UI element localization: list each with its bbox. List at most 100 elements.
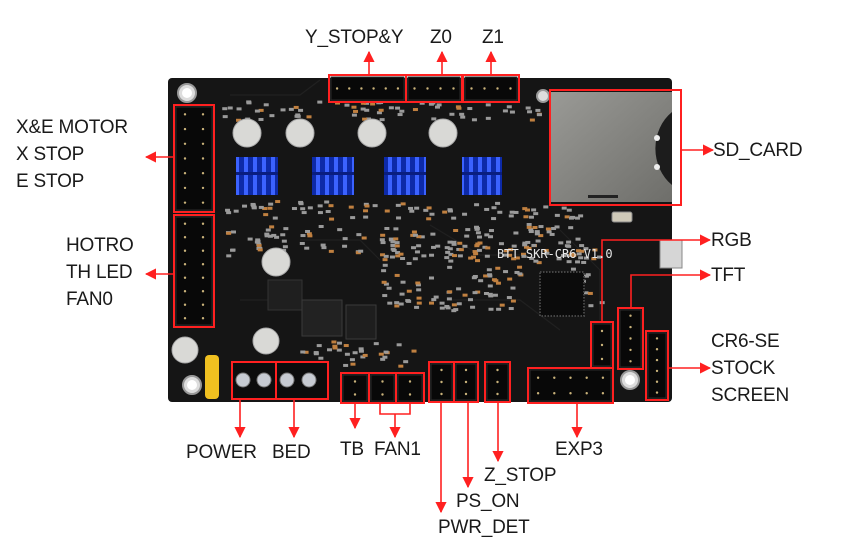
smd-part (543, 248, 549, 252)
smd-part (444, 246, 450, 250)
smd-part (321, 246, 327, 250)
header-housing (407, 76, 461, 101)
smd-part (414, 305, 420, 309)
smd-part (299, 241, 305, 245)
header-pin (655, 391, 659, 394)
smd-part (517, 265, 523, 269)
smd-part (522, 243, 528, 247)
label-ps-on: PS_ON (456, 491, 520, 512)
header-pin (464, 368, 468, 372)
smd-part (488, 307, 494, 311)
smd-part (262, 207, 268, 211)
smd-part (419, 235, 425, 239)
smd-part (487, 292, 493, 296)
smd-part (414, 250, 420, 254)
smd-part (362, 117, 368, 121)
smd-part (336, 348, 342, 352)
header-pin (439, 87, 442, 90)
smd-part (376, 111, 382, 115)
smd-part (445, 250, 451, 254)
smd-part (451, 242, 457, 246)
smd-part (462, 244, 468, 248)
smd-part (396, 216, 402, 220)
box-stock-screen (645, 330, 669, 401)
capacitor-icon (171, 118, 458, 364)
smd-part (381, 280, 387, 284)
smd-part (410, 233, 416, 237)
smd-part (263, 103, 269, 107)
smd-part (351, 113, 357, 117)
smd-part (451, 303, 457, 307)
smd-part (356, 233, 362, 237)
smd-part (566, 208, 572, 212)
smd-part (517, 272, 523, 276)
smd-part (328, 204, 334, 208)
smd-part (411, 230, 417, 234)
smd-part (458, 248, 464, 252)
smd-part (526, 246, 532, 250)
sd-card-socket (550, 92, 672, 202)
smd-part (227, 106, 233, 110)
header-housing (647, 332, 667, 399)
smd-part (430, 232, 436, 236)
smd-part (267, 206, 273, 210)
label-y-stop-y: Y_STOP&Y (305, 27, 404, 48)
smd-part (558, 241, 564, 245)
header-pin (553, 392, 556, 395)
smd-part (532, 226, 538, 230)
label-line: FAN0 (66, 289, 113, 310)
smd-part (225, 208, 231, 212)
smd-part (492, 293, 498, 297)
header-pin (496, 392, 499, 396)
box-hotrod (173, 214, 215, 328)
smd-part (535, 108, 541, 112)
smd-part (342, 244, 348, 248)
smd-part (549, 232, 555, 236)
smd-part (444, 256, 450, 260)
box-bed (275, 361, 329, 400)
fuse (205, 355, 219, 399)
smd-part (546, 230, 552, 234)
header-pin (655, 337, 659, 340)
smd-part (456, 106, 462, 110)
smd-part (544, 251, 550, 255)
smd-part (390, 240, 396, 244)
header-pin (585, 376, 588, 379)
header-pin (408, 380, 412, 383)
smd-part (226, 231, 232, 235)
smd-part (449, 112, 455, 116)
smd-part (380, 233, 386, 237)
smd-part (307, 234, 313, 238)
header-pin (452, 87, 455, 90)
smd-part (226, 211, 232, 215)
smd-part (497, 210, 503, 214)
label-z0: Z0 (430, 27, 452, 48)
smd-part (522, 207, 528, 211)
smd-part (358, 349, 364, 353)
smd-part (230, 230, 236, 234)
header-pin (413, 87, 416, 90)
smd-part (364, 101, 370, 105)
smd-part (256, 244, 262, 248)
smd-part (395, 251, 401, 255)
smd-part (351, 105, 357, 109)
smd-part (343, 363, 349, 367)
smd-part (488, 235, 494, 239)
smd-part (442, 210, 448, 214)
smd-part (470, 305, 476, 309)
smd-part (428, 276, 434, 280)
smd-part (379, 238, 385, 242)
smd-part (329, 217, 335, 221)
header-pin (600, 343, 604, 347)
header-pin (183, 236, 187, 239)
smd-part (446, 297, 452, 301)
smd-part (380, 357, 386, 361)
smd-part (473, 252, 479, 256)
smd-part (448, 252, 454, 256)
smd-part (394, 301, 400, 305)
label-stock-screen: CR6-SE STOCK SCREEN (711, 328, 789, 409)
smd-part (509, 210, 515, 214)
smd-part (416, 235, 422, 239)
smd-part (514, 270, 520, 274)
header-pin (201, 157, 205, 160)
